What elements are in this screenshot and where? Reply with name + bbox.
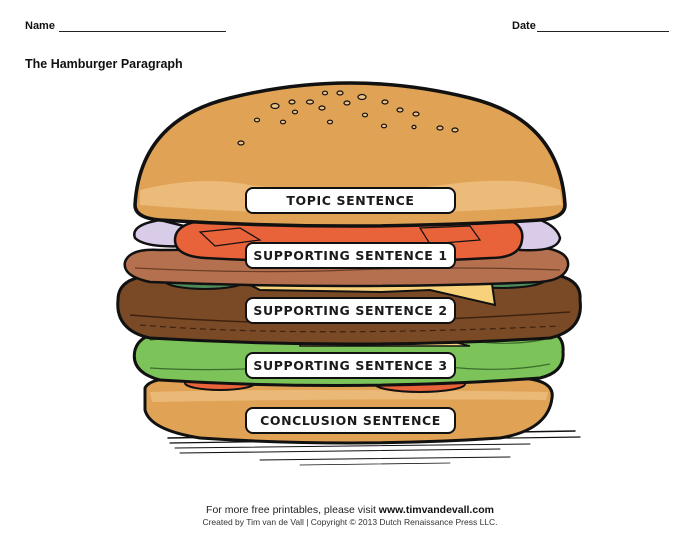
topic-sentence-box[interactable]: TOPIC SENTENCE	[245, 187, 456, 214]
date-blank-line[interactable]	[536, 21, 669, 32]
name-label: Name	[25, 20, 55, 32]
topic-sentence-label: TOPIC SENTENCE	[286, 193, 415, 208]
name-field[interactable]: Name	[25, 20, 226, 32]
conclusion-sentence-label: CONCLUSION SENTENCE	[260, 413, 441, 428]
footer-promo-text: For more free printables, please visit	[206, 504, 379, 516]
footer-promo: For more free printables, please visit w…	[0, 504, 700, 516]
sesame-seeds	[237, 90, 459, 146]
name-blank-line[interactable]	[58, 21, 226, 32]
date-label: Date	[512, 20, 536, 32]
supporting-sentence-1-box[interactable]: SUPPORTING SENTENCE 1	[245, 242, 456, 269]
supporting-sentence-2-box[interactable]: SUPPORTING SENTENCE 2	[245, 297, 456, 324]
supporting-sentence-3-label: SUPPORTING SENTENCE 3	[253, 358, 448, 373]
supporting-sentence-1-label: SUPPORTING SENTENCE 1	[253, 248, 448, 263]
page-title: The Hamburger Paragraph	[25, 57, 183, 71]
supporting-sentence-3-box[interactable]: SUPPORTING SENTENCE 3	[245, 352, 456, 379]
date-field[interactable]: Date	[512, 20, 669, 32]
conclusion-sentence-box[interactable]: CONCLUSION SENTENCE	[245, 407, 456, 434]
footer-copyright: Created by Tim van de Vall | Copyright ©…	[202, 517, 498, 527]
footer-website-link[interactable]: www.timvandevall.com	[378, 504, 494, 516]
supporting-sentence-2-label: SUPPORTING SENTENCE 2	[253, 303, 448, 318]
